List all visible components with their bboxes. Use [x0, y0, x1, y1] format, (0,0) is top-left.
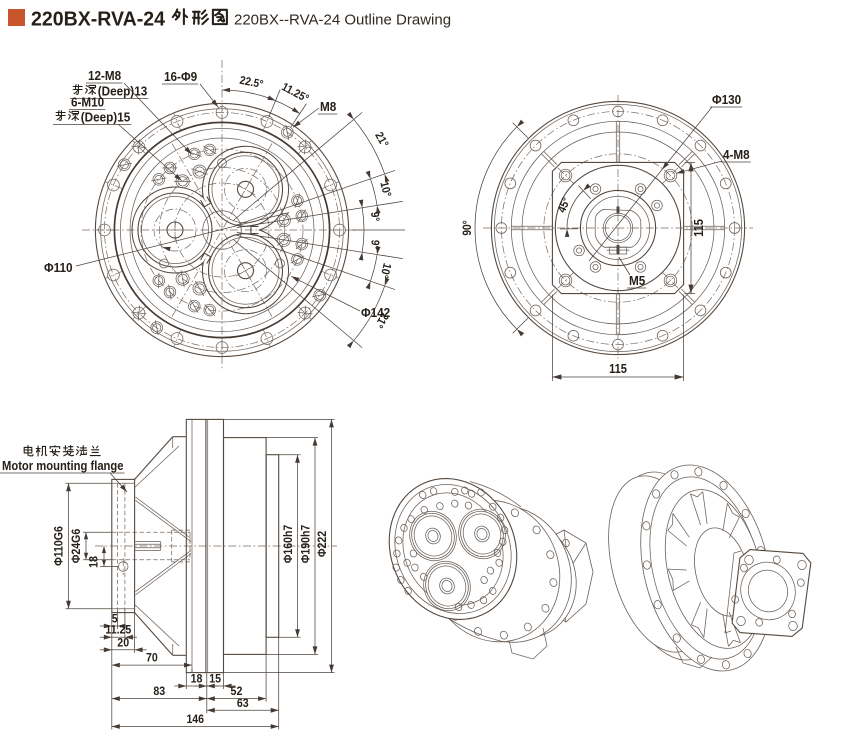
svg-text:16-Φ9: 16-Φ9	[164, 69, 197, 84]
svg-text:12-M8: 12-M8	[88, 68, 121, 83]
page-title: 220BX-RVA-24 220BX--RVA-24 Outline Drawin…	[31, 8, 451, 31]
side-dim-18-offset: 18	[87, 556, 101, 568]
side-dim-24g6: Φ24G6	[69, 528, 83, 563]
title-model: 220BX-RVA-24	[31, 9, 166, 31]
side-dim-160h7: Φ160h7	[281, 524, 295, 563]
back-label-4m8: 4-M8	[721, 147, 751, 163]
svg-text:(Deep)15: (Deep)15	[81, 110, 131, 125]
front-angle-9-bottom: 9°	[368, 239, 381, 250]
isometric-view-back	[608, 464, 812, 672]
cjk-char	[35, 445, 48, 457]
front-label-dia142: Φ142	[361, 305, 390, 320]
back-dim-115-bottom: 115	[609, 362, 627, 376]
side-dim-18: 18	[191, 672, 203, 686]
svg-text:4-M8: 4-M8	[723, 147, 750, 162]
front-label-6m10: 6-M10	[69, 95, 106, 110]
back-angle-45: 45°	[556, 196, 573, 215]
side-dim-63: 63	[237, 696, 249, 710]
front-label-12m8: 12-M8	[86, 68, 123, 84]
cjk-char	[171, 8, 189, 26]
cjk-char	[89, 445, 101, 457]
front-label-depth15: (Deep)15	[53, 110, 132, 125]
back-label-dia130: Φ130	[710, 92, 743, 108]
cjk-char	[72, 84, 83, 95]
side-dim-11-25: 11.25	[105, 623, 131, 637]
side-dim-52: 52	[231, 684, 243, 698]
title-zh	[171, 8, 228, 26]
cjk-char	[49, 444, 61, 457]
title-en: 220BX--RVA-24 Outline Drawing	[234, 12, 451, 29]
cjk-char	[55, 110, 66, 121]
cjk-char	[68, 110, 80, 122]
front-angle-22-5: 22.5°	[238, 75, 264, 92]
back-angle-90: 90°	[462, 220, 474, 236]
svg-text:M5: M5	[629, 273, 646, 288]
title-block: 220BX-RVA-24 220BX--RVA-24 Outline Drawin…	[8, 8, 451, 31]
side-label-flange-en: Motor mounting flange	[0, 458, 125, 474]
side-dim-5: 5	[112, 612, 118, 626]
svg-text:6-M10: 6-M10	[71, 95, 104, 110]
side-dim-83: 83	[153, 684, 165, 698]
front-label-m8: M8	[318, 99, 338, 115]
front-angle-10-bottom: 10°	[377, 262, 392, 280]
svg-text:Motor mounting flange: Motor mounting flange	[2, 458, 124, 473]
side-dim-222: Φ222	[315, 531, 329, 558]
isometric-view-front	[388, 478, 594, 660]
cjk-char	[85, 84, 97, 96]
front-label-dia110: Φ110	[44, 260, 73, 275]
cjk-char	[191, 9, 210, 26]
front-label-16phi9: 16-Φ9	[162, 69, 199, 85]
side-dim-70: 70	[146, 651, 158, 665]
back-dim-115-right: 115	[692, 219, 706, 237]
svg-text:(Deep)13: (Deep)13	[98, 84, 148, 99]
cjk-char	[211, 8, 228, 26]
front-angle-9-top: 9°	[368, 211, 381, 222]
svg-text:Φ142: Φ142	[361, 305, 390, 320]
side-dim-20: 20	[117, 635, 129, 649]
side-label-flange-zh	[23, 444, 101, 457]
side-dim-110g6: Φ110G6	[52, 526, 66, 566]
side-dim-15: 15	[209, 672, 221, 686]
svg-text:M8: M8	[320, 99, 336, 114]
cjk-char	[23, 444, 34, 457]
title-accent-square	[8, 9, 25, 26]
side-dim-146: 146	[186, 712, 204, 726]
cjk-char	[75, 445, 88, 457]
svg-text:Φ110: Φ110	[44, 260, 73, 275]
cjk-char	[62, 444, 75, 457]
side-dim-190h7: Φ190h7	[299, 524, 313, 563]
front-angle-10-top: 10°	[377, 180, 392, 198]
back-label-m5: M5	[627, 273, 647, 289]
svg-text:Φ130: Φ130	[712, 92, 741, 107]
